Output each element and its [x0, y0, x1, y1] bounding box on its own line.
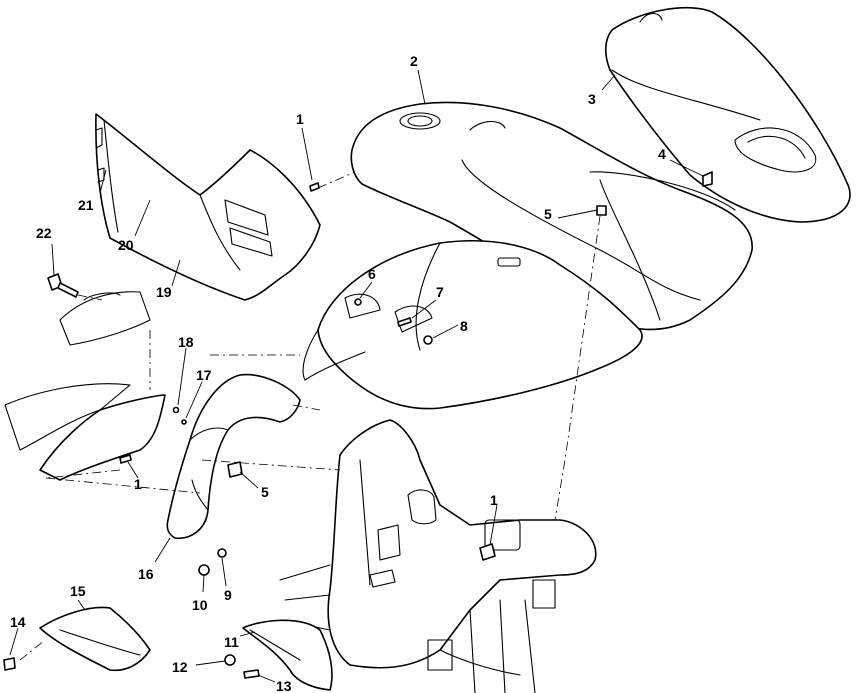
nut-12 [224, 654, 236, 666]
callout-1-upper: 1 [296, 111, 304, 127]
clip-4 [702, 171, 713, 187]
side-panel [95, 113, 321, 301]
callout-1-frame: 1 [490, 492, 498, 508]
callout-6: 6 [368, 266, 376, 282]
left-footrest [4, 291, 166, 481]
assembly-lines [19, 171, 601, 661]
screw-1-lower [119, 454, 132, 464]
nut-5-lower [227, 461, 243, 478]
callout-9: 9 [224, 587, 232, 603]
rear-seat-cover [604, 6, 851, 223]
screw-13 [243, 669, 260, 679]
callout-15: 15 [70, 583, 86, 599]
bolt-22 [47, 273, 79, 298]
callout-14: 14 [10, 614, 26, 630]
washer-9 [217, 548, 227, 558]
callout-5-lower: 5 [261, 484, 269, 500]
callout-21: 21 [78, 197, 94, 213]
callout-2: 2 [410, 53, 418, 69]
callout-1-left: 1 [134, 476, 142, 492]
mudflap-15 [39, 606, 151, 672]
callout-20: 20 [118, 237, 134, 253]
callout-8: 8 [460, 318, 468, 334]
nut-8 [423, 335, 433, 345]
bolt-1-frame [479, 543, 496, 561]
callout-19: 19 [156, 284, 172, 300]
front-fender [302, 240, 643, 410]
callout-labels: 1 2 3 4 5 6 7 8 18 17 1 5 1 16 10 9 15 1… [10, 53, 666, 693]
callout-16: 16 [138, 566, 154, 582]
callout-7: 7 [436, 284, 444, 300]
center-tank-cover [350, 101, 753, 331]
screw-1-upper [309, 182, 320, 192]
callout-5-upper: 5 [544, 206, 552, 222]
screw-14 [3, 657, 16, 671]
callout-4: 4 [658, 146, 666, 162]
callout-11: 11 [224, 634, 239, 650]
bolt-17 [181, 419, 187, 425]
screw-7 [397, 317, 412, 327]
fender-flap-16 [166, 373, 301, 539]
callout-12: 12 [172, 659, 188, 675]
callout-17: 17 [196, 367, 212, 383]
grommet-6 [354, 298, 362, 306]
callout-13: 13 [276, 678, 292, 693]
nut-5-upper [596, 205, 607, 216]
nut-10 [198, 564, 210, 576]
leader-lines [9, 69, 704, 683]
nut-18 [172, 406, 180, 414]
callout-10: 10 [192, 597, 208, 613]
frame [279, 419, 597, 693]
callout-22: 22 [36, 225, 52, 241]
callout-18: 18 [178, 334, 194, 350]
guard-11 [242, 619, 333, 691]
callout-3: 3 [588, 91, 596, 107]
